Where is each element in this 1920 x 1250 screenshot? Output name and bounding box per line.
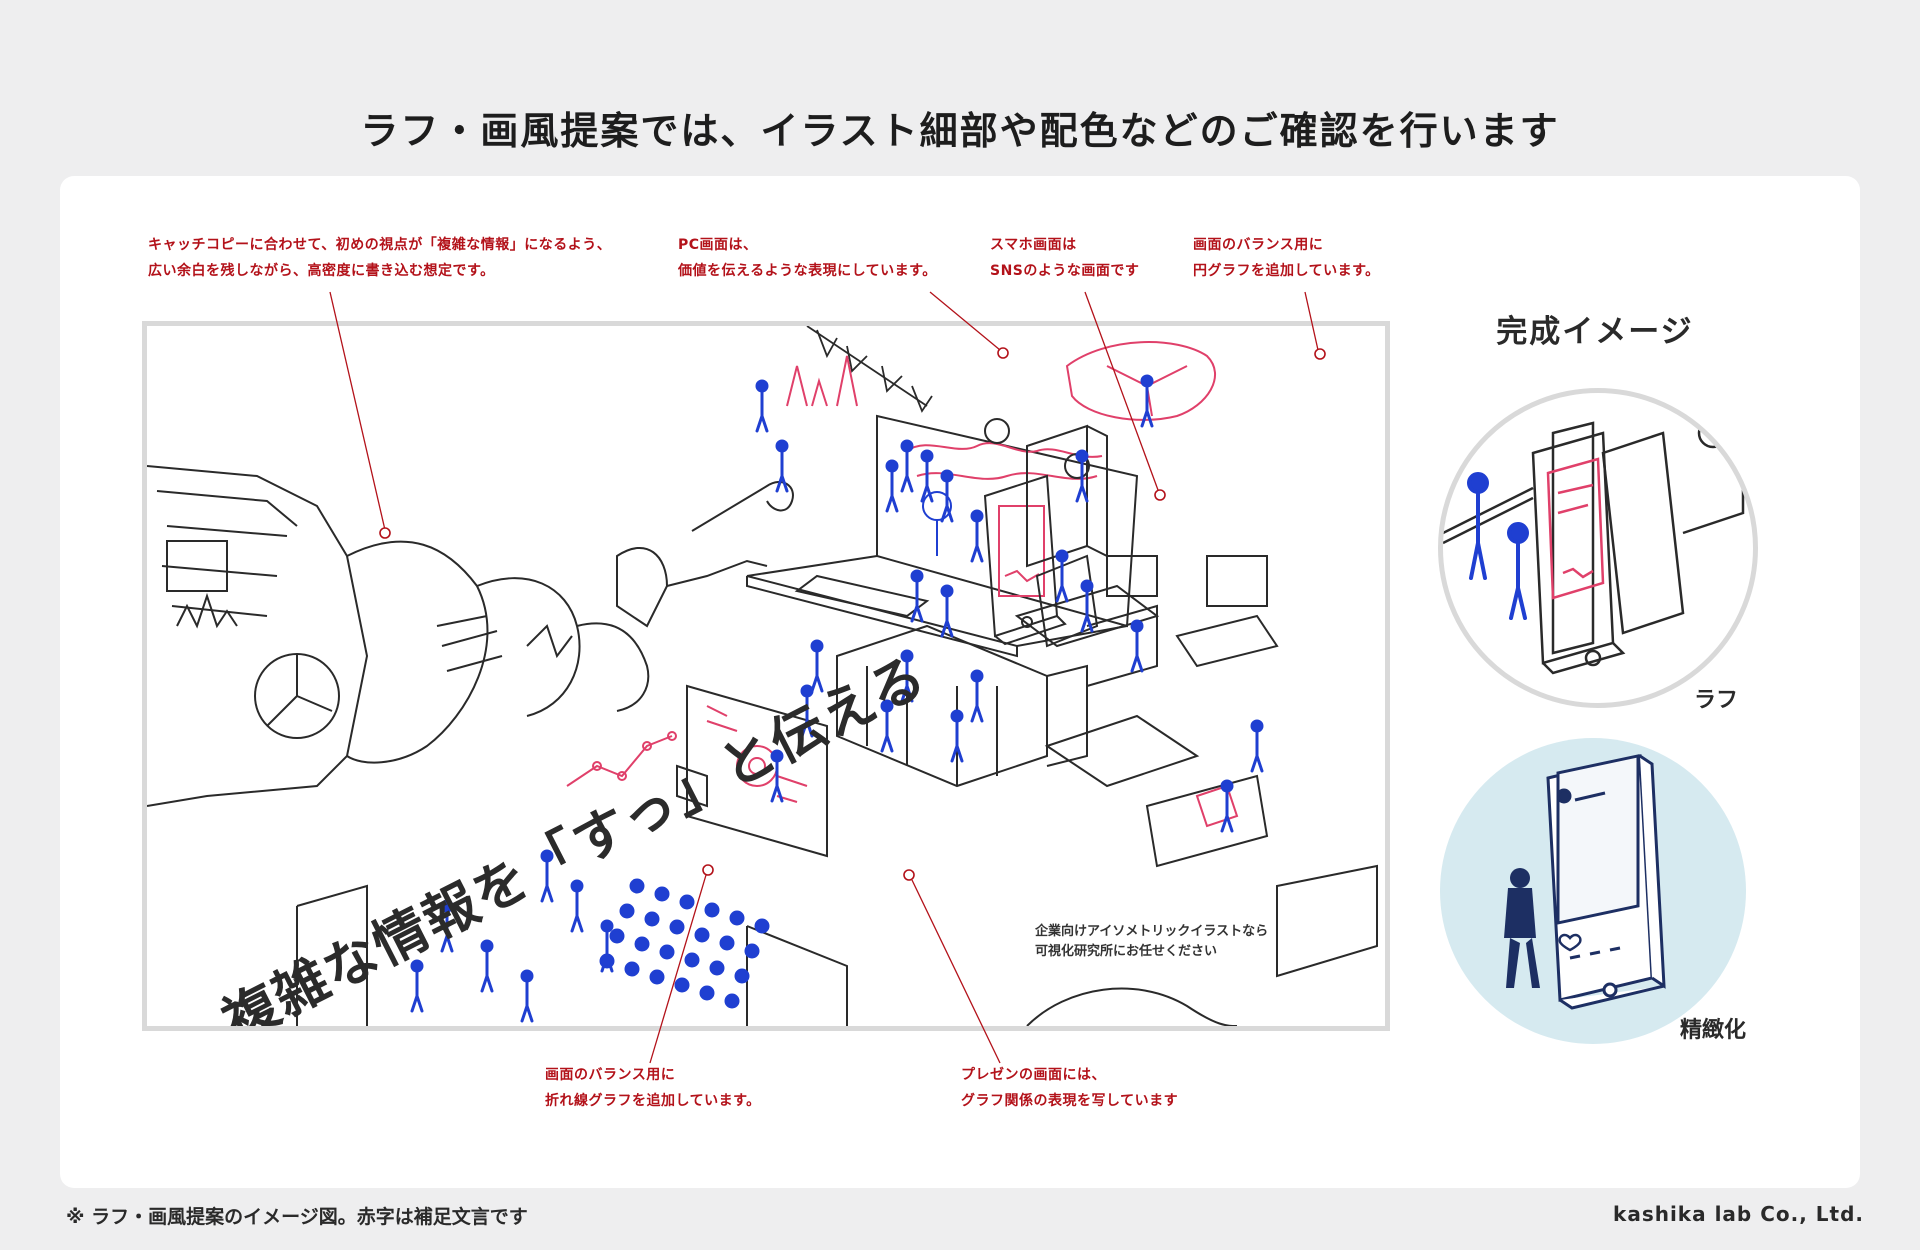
bottom-objects	[296, 864, 1378, 1026]
presentation-screen	[676, 684, 828, 858]
exhibition-booth	[836, 555, 1158, 788]
rough-illustration: 複雑な情報を「すっ」と伝える 企業向けアイソメトリックイラストなら 可視化研究所…	[142, 321, 1390, 1031]
page-title: ラフ・画風提案では、イラスト細部や配色などのご確認を行います	[360, 109, 1560, 153]
final-label: 精緻化	[1680, 1018, 1747, 1043]
rough-label: ラフ	[1694, 688, 1739, 713]
footnote: ※ ラフ・画風提案のイメージ図。赤字は補足文言です	[66, 1206, 528, 1228]
smartphone-illustration	[983, 474, 1067, 646]
newspaper-illustration	[147, 465, 794, 807]
completed-image-title: 完成イメージ	[1496, 314, 1694, 350]
final-zoom-circle	[1440, 738, 1746, 1044]
note-presentation: プレゼンの画面には、 グラフ関係の表現を写しています	[961, 1067, 1179, 1109]
company-name: kashika lab Co., Ltd.	[1613, 1202, 1864, 1226]
office-desks	[1014, 555, 1279, 868]
note-smartphone: スマホ画面は SNSのような画面です	[990, 237, 1140, 279]
bunting-decoration	[806, 326, 933, 413]
note-pc-screen: PC画面は、 価値を伝えるような表現にしています。	[678, 237, 937, 279]
laptop-illustration	[746, 355, 1139, 658]
illustration-caption: 企業向けアイソメトリックイラストなら 可視化研究所にお任せください	[1035, 924, 1269, 959]
rough-zoom-circle	[1438, 388, 1758, 708]
note-catch-copy: キャッチコピーに合わせて、初めの視点が「複雑な情報」になるよう、 広い余白を残し…	[148, 237, 612, 279]
note-line-graph: 画面のバランス用に 折れ線グラフを追加しています。	[545, 1067, 761, 1109]
note-pie-chart: 画面のバランス用に 円グラフを追加しています。	[1193, 237, 1380, 279]
line-graph-sketch	[566, 731, 677, 787]
kiosk-illustration	[984, 418, 1108, 648]
